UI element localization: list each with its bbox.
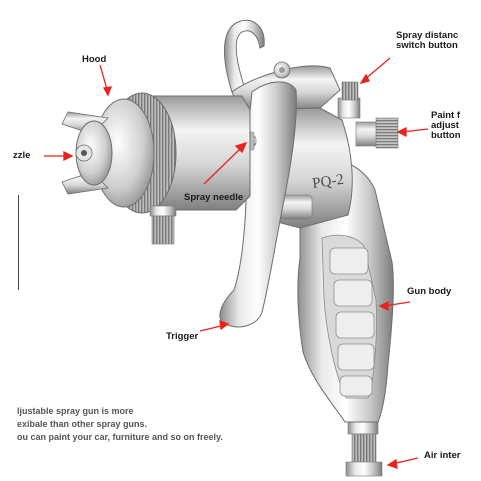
- caption-line-2: exibale than other spray guns.: [17, 419, 148, 429]
- fluid-inlet-fitting: [149, 205, 177, 245]
- arrow-trigger: [199, 320, 230, 332]
- arrow-paint-flow: [396, 126, 429, 138]
- label-spray-distance-1: Spray distanc: [396, 30, 459, 41]
- trigger: [219, 61, 297, 328]
- arrow-nozzle: [44, 150, 74, 162]
- nozzle: [61, 111, 113, 195]
- caption-line-3: ou can paint your car, furniture and so …: [17, 432, 223, 442]
- label-air-inlet: Air inter: [424, 450, 461, 461]
- label-gun-body: Gun body: [407, 286, 452, 297]
- air-inlet-fitting: [345, 419, 383, 477]
- label-hood: Hood: [82, 54, 107, 65]
- label-trigger: Trigger: [166, 331, 199, 342]
- leader-arrows: [44, 57, 429, 469]
- label-spray-needle: Spray needle: [184, 192, 244, 203]
- hood: [93, 92, 251, 214]
- arrow-spray-needle: [203, 141, 248, 185]
- label-nozzle: zzle: [13, 150, 31, 161]
- arrow-spray-distance: [359, 57, 391, 85]
- caption-line-1: ljustable spray gun is more: [17, 406, 134, 416]
- model-mark: PQ-2: [311, 172, 345, 192]
- divider-line: [18, 195, 19, 290]
- label-paint-flow-3: button: [431, 130, 461, 141]
- arrow-air-inlet: [386, 457, 419, 469]
- gun-body: [239, 81, 399, 423]
- arrow-hood: [99, 64, 112, 97]
- label-paint-flow-2: adjust: [431, 120, 459, 131]
- arrow-gun-body: [378, 300, 411, 312]
- label-paint-flow-1: Paint f: [431, 110, 461, 121]
- label-spray-distance-2: switch button: [396, 40, 458, 51]
